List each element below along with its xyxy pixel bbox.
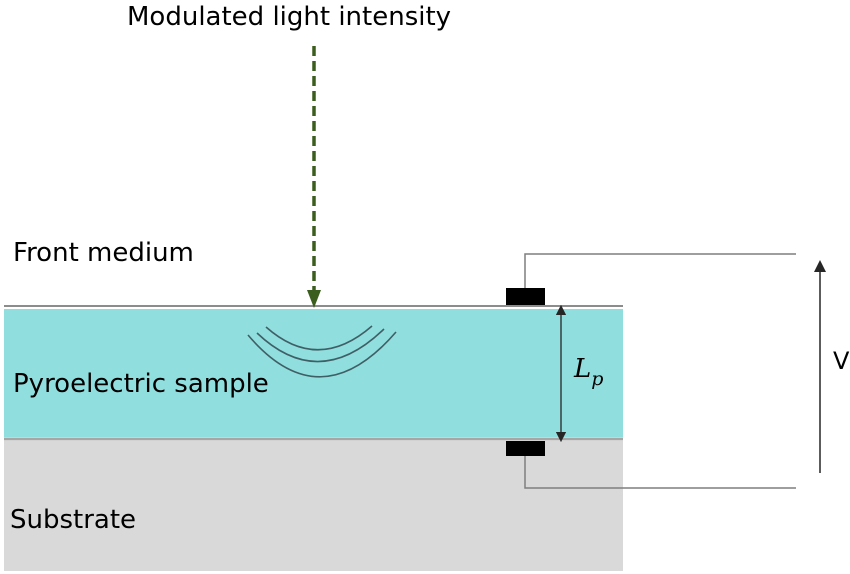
thickness-label-main: L [574,354,592,384]
front-medium-label: Front medium [13,238,194,268]
thermal-wave-arc-1 [265,325,373,351]
top-wire [524,253,796,288]
bottom-wire [524,456,796,489]
substrate-layer [4,441,623,571]
thermal-wave-arcs [247,325,397,378]
bottom-electrode [506,441,545,456]
thickness-label-subscript: p [591,368,604,391]
voltage-label: V [833,347,850,375]
thickness-label: Lp [574,354,604,391]
thermal-wave-arc-3 [247,331,397,378]
light-intensity-title: Modulated light intensity [127,2,452,32]
pyroelectric-sample-label: Pyroelectric sample [13,369,269,399]
pyroelectric-layer [4,309,623,437]
thermal-wave-arc-2 [256,328,385,363]
light-arrowhead-icon [307,290,321,308]
top-electrode [506,288,545,305]
substrate-label: Substrate [10,505,137,535]
